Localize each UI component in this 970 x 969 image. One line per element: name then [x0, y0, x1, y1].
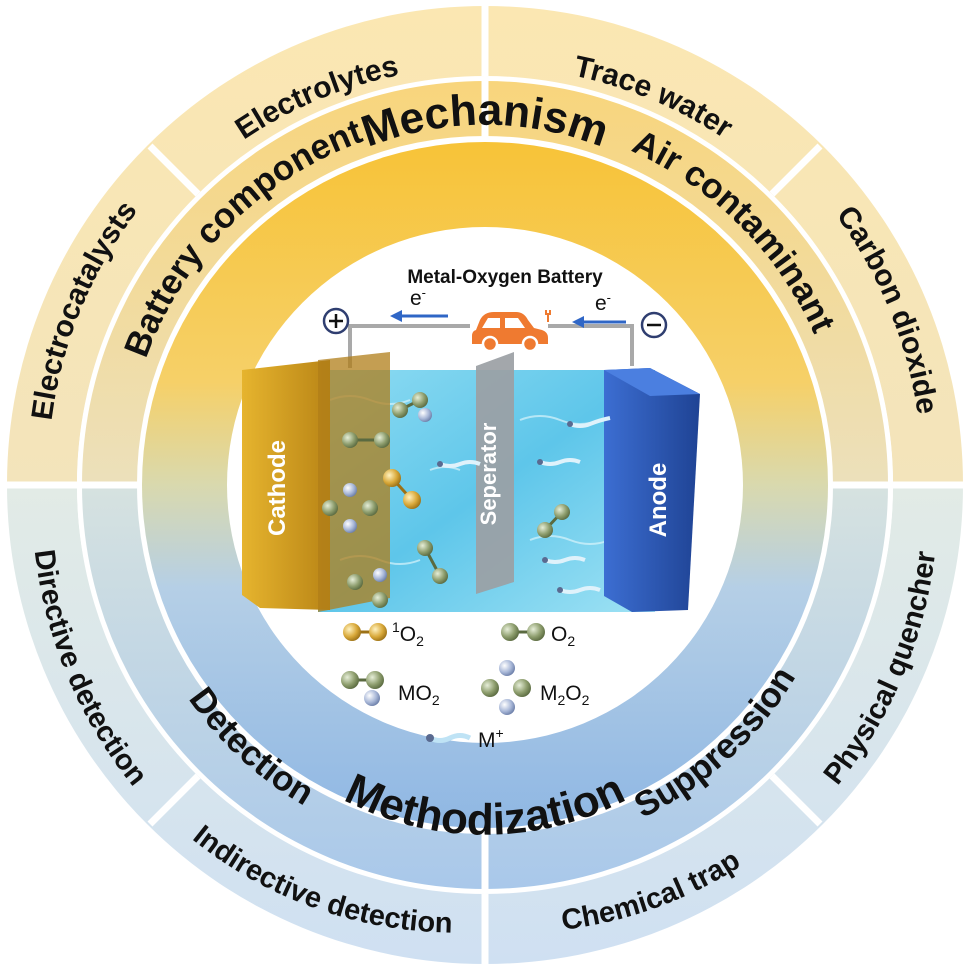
- electron-arrow-right: e-: [572, 290, 626, 328]
- car-icon: [472, 310, 551, 353]
- cathode-electrode: Cathode: [242, 352, 390, 612]
- svg-text:M2O2: M2O2: [540, 682, 590, 708]
- anode-label: Anode: [645, 463, 672, 538]
- legend-metal-superoxide: MO2: [341, 671, 440, 708]
- electron-label-left: e-: [410, 285, 426, 310]
- middle-top-segment: [82, 81, 888, 484]
- molecules: [322, 392, 611, 608]
- svg-text:MO2: MO2: [398, 682, 440, 708]
- svg-text:M+: M+: [478, 725, 504, 752]
- svg-text:O2: O2: [551, 623, 575, 649]
- legend-oxygen: O2: [501, 623, 575, 649]
- svg-text:1O2: 1O2: [392, 619, 424, 649]
- minus-terminal-icon: [640, 311, 668, 339]
- middle-bottom-segment: [82, 486, 888, 889]
- electron-arrow-left: e-: [390, 285, 448, 322]
- legend-metal-peroxide: M2O2: [481, 660, 590, 715]
- separator: Seperator: [476, 352, 514, 594]
- legend-singlet-oxygen: 1O2: [343, 619, 424, 649]
- electron-label-right: e-: [595, 290, 611, 315]
- cathode-label: Cathode: [264, 440, 291, 536]
- battery-title: Metal-Oxygen Battery: [407, 267, 603, 288]
- legend-metal-ion: M+: [426, 725, 504, 752]
- outer-top-segment: [7, 6, 963, 484]
- anode-electrode: Anode: [604, 368, 700, 612]
- outer-bottom-segment: [7, 486, 963, 964]
- battery-illustration: Metal-Oxygen Battery e- e-: [242, 267, 700, 612]
- plus-terminal-icon: [322, 307, 350, 335]
- right-wire: [548, 324, 634, 366]
- legend: 1O2 O2 MO2 M2O2 M+: [341, 619, 590, 752]
- left-wire: [348, 324, 470, 368]
- separator-label: Seperator: [476, 422, 501, 525]
